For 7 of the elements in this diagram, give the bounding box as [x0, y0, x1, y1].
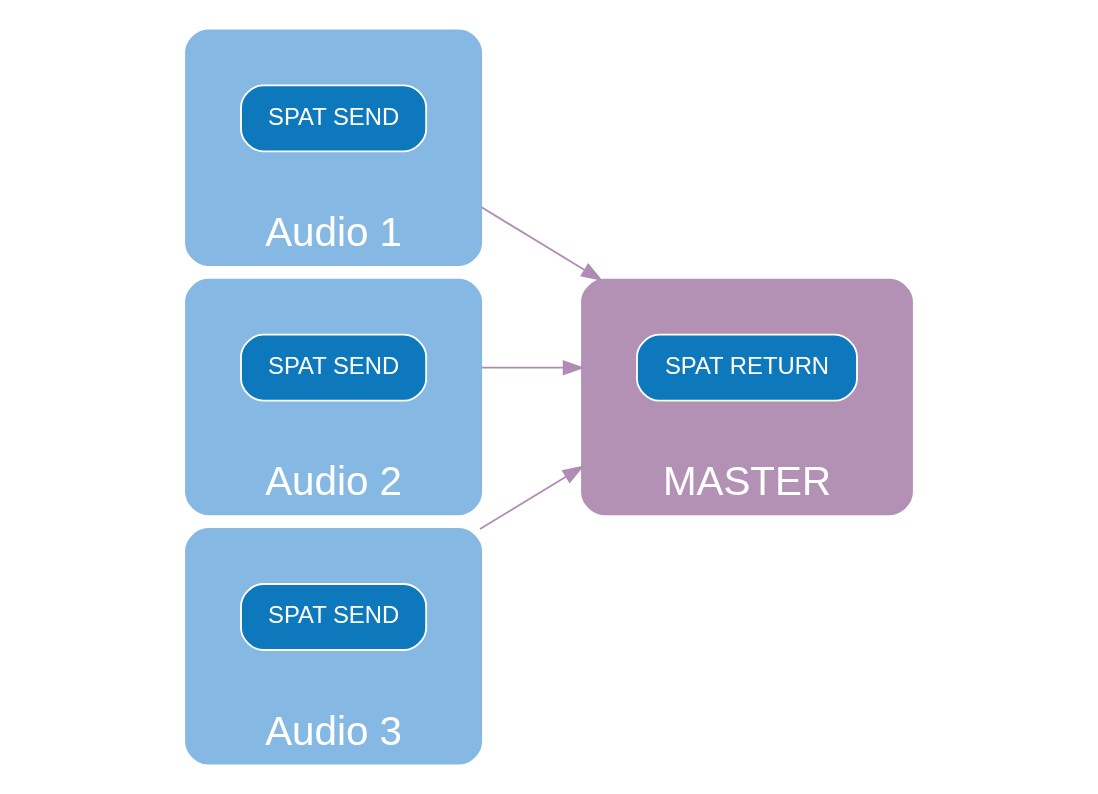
node-box: SPAT SEND [240, 84, 428, 153]
arrow [480, 359, 585, 376]
node-box: SPAT SEND [240, 333, 428, 402]
arrow [479, 465, 585, 530]
node-box: SPAT SEND [240, 583, 428, 651]
node-box: SPAT RETURN [636, 333, 858, 402]
arrow [480, 206, 603, 282]
